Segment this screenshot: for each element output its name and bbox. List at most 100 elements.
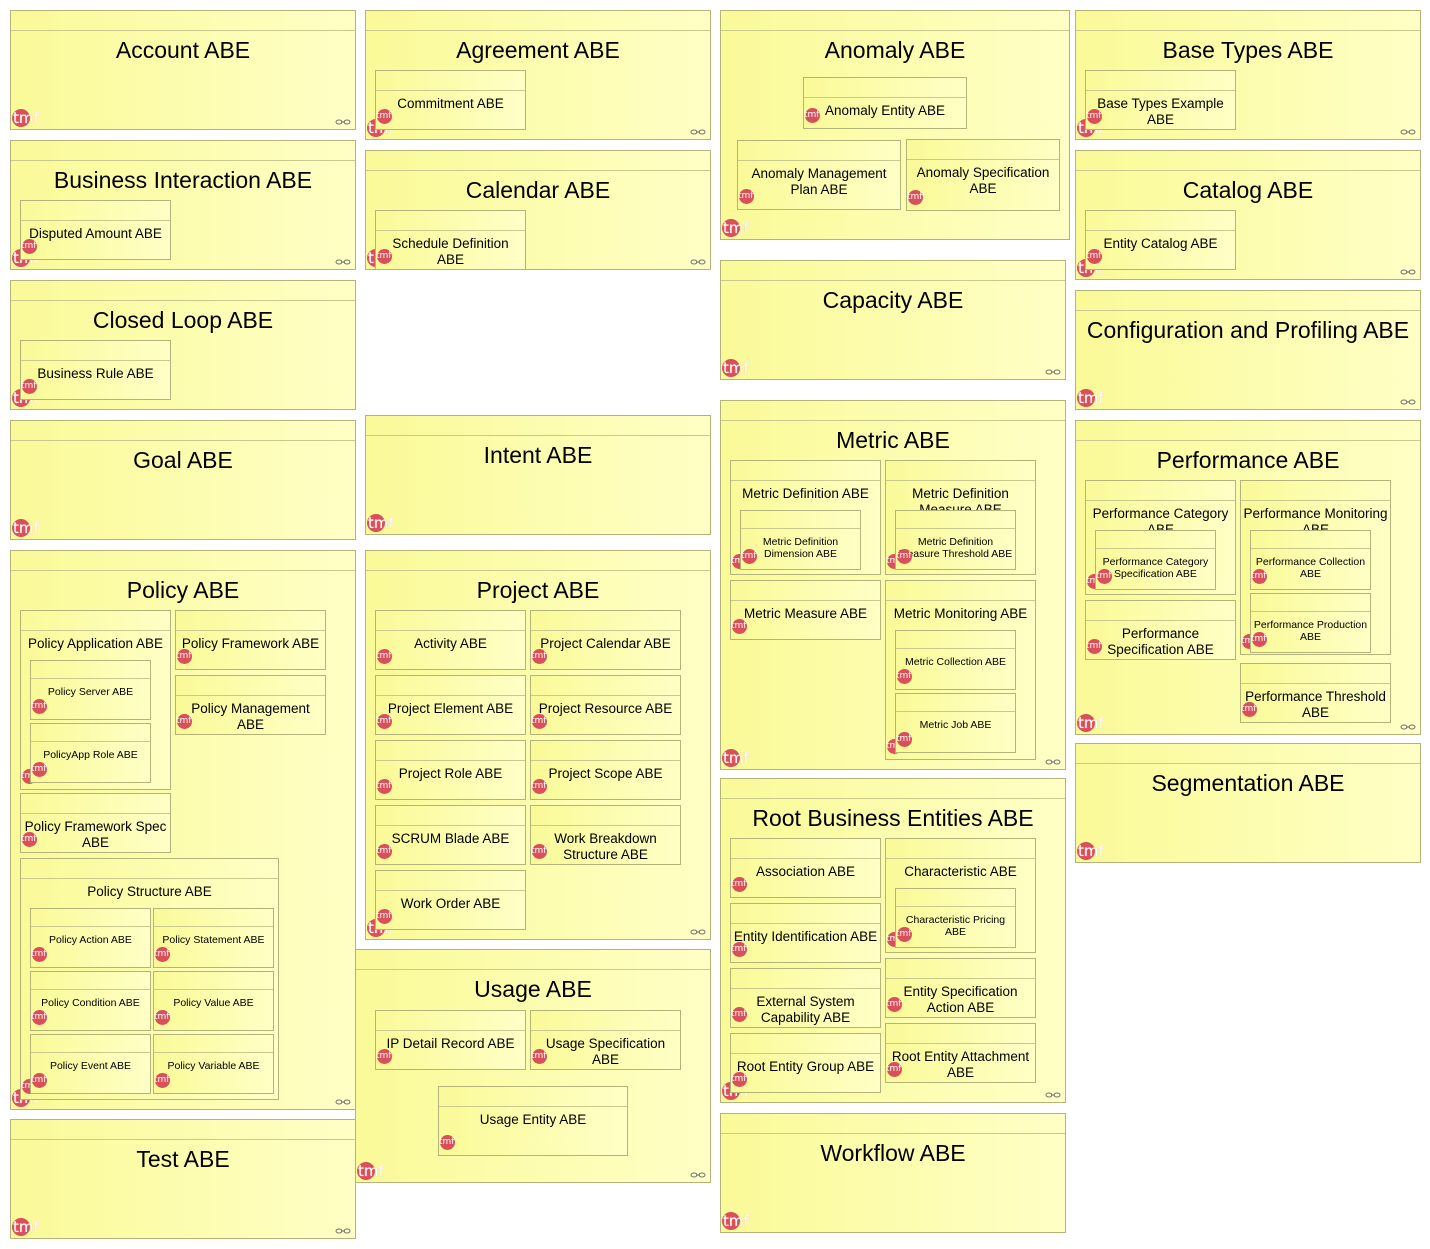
element-label: Policy Value ABE <box>173 997 254 1009</box>
link-chain-icon[interactable] <box>690 259 706 265</box>
link-chain-icon[interactable] <box>335 119 351 125</box>
tmf-logo-icon: tmf <box>1241 702 1271 720</box>
link-chain-icon[interactable] <box>1045 1092 1061 1098</box>
group-title: Business Interaction ABE <box>53 167 313 193</box>
link-chain-icon[interactable] <box>1045 369 1061 375</box>
element-label: Usage Specification ABE <box>545 1036 666 1067</box>
group-title: Test ABE <box>136 1146 230 1172</box>
link-chain-icon[interactable] <box>1400 399 1416 405</box>
element-label: Schedule Definition ABE <box>392 236 509 267</box>
tmf-logo-icon: tmf <box>12 519 39 537</box>
link-chain-icon[interactable] <box>335 259 351 265</box>
element-label: Project Role ABE <box>398 766 503 781</box>
link-chain-icon[interactable] <box>690 129 706 135</box>
element-label: Root Entity Attachment ABE <box>891 1049 1030 1080</box>
link-chain-icon[interactable] <box>690 1172 706 1178</box>
link-chain-icon[interactable] <box>335 1099 351 1105</box>
tmf-logo-icon: tmf <box>804 108 834 126</box>
element-label: Usage Entity ABE <box>479 1112 587 1127</box>
link-chain-icon[interactable] <box>1045 759 1061 765</box>
group-title: Anomaly ABE <box>824 37 966 63</box>
element-label: Policy Structure ABE <box>87 884 212 899</box>
element-label: Performance Category Specification ABE <box>1102 556 1209 581</box>
element-label: Project Element ABE <box>387 701 514 716</box>
tmf-logo-icon: tmf <box>376 1049 406 1067</box>
tmf-logo-icon: tmf <box>31 1073 61 1091</box>
link-chain-icon[interactable] <box>1400 129 1416 135</box>
element-label: Work Order ABE <box>400 896 501 911</box>
link-chain-icon[interactable] <box>335 1228 351 1234</box>
tmf-logo-icon: tmf <box>357 1162 384 1180</box>
link-chain-icon[interactable] <box>1400 724 1416 730</box>
element-label: Policy Framework ABE <box>181 636 320 651</box>
tmf-logo-icon: tmf <box>12 109 39 127</box>
element-label: PolicyApp Role ABE <box>43 749 138 761</box>
element-label: Policy Condition ABE <box>41 997 140 1009</box>
element-label: Activity ABE <box>414 636 487 651</box>
element-label: Policy Event ABE <box>49 1060 132 1072</box>
tmf-logo-icon: tmf <box>731 619 761 637</box>
link-chain-icon[interactable] <box>1400 269 1416 275</box>
tmf-logo-icon: tmf <box>1251 632 1281 650</box>
tmf-logo-icon: tmf <box>731 877 761 895</box>
link-chain-icon[interactable] <box>690 929 706 935</box>
